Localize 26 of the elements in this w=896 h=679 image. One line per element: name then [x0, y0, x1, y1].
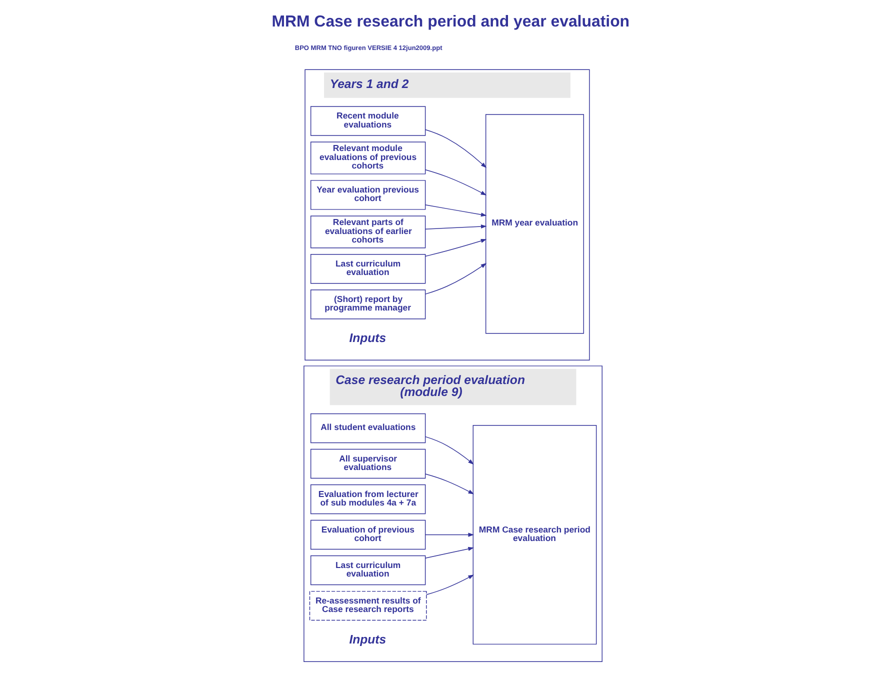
arrow: [426, 574, 474, 596]
arrow: [424, 224, 486, 230]
node-box: Re-assessment results of Case research reports: [308, 590, 426, 621]
arrow: [424, 474, 474, 494]
node-box: MRM Case research period evaluation: [472, 425, 596, 645]
arrow: [424, 238, 486, 257]
node-box: Recent module evaluations: [310, 106, 426, 136]
node-box: Evaluation of previous cohort: [310, 520, 426, 550]
arrow: [424, 436, 474, 465]
arrow: [424, 204, 486, 217]
node-box: Evaluation from lecturer of sub modules 4a + 7a: [310, 484, 426, 514]
diagram-title: MRM Case research period and year evaluation: [271, 14, 630, 31]
node-box: All supervisor evaluations: [310, 448, 426, 479]
arrow: [424, 532, 474, 537]
arrow: [424, 262, 486, 294]
node-box: All student evaluations: [310, 413, 426, 444]
arrow: [424, 169, 486, 196]
node-box: Relevant parts of evaluations of earlier cohorts: [310, 216, 426, 248]
node-box: Last curriculum evaluation: [310, 254, 426, 284]
node-box: Relevant module evaluations of previous cohorts: [310, 142, 426, 174]
arrow: [424, 546, 474, 558]
node-box: MRM year evaluation: [484, 114, 584, 334]
node-box: (Short) report by programme manager: [310, 290, 426, 320]
node-box: Last curriculum evaluation: [310, 555, 426, 586]
node-box: Year evaluation previous cohort: [310, 180, 426, 210]
arrow: [424, 129, 486, 168]
